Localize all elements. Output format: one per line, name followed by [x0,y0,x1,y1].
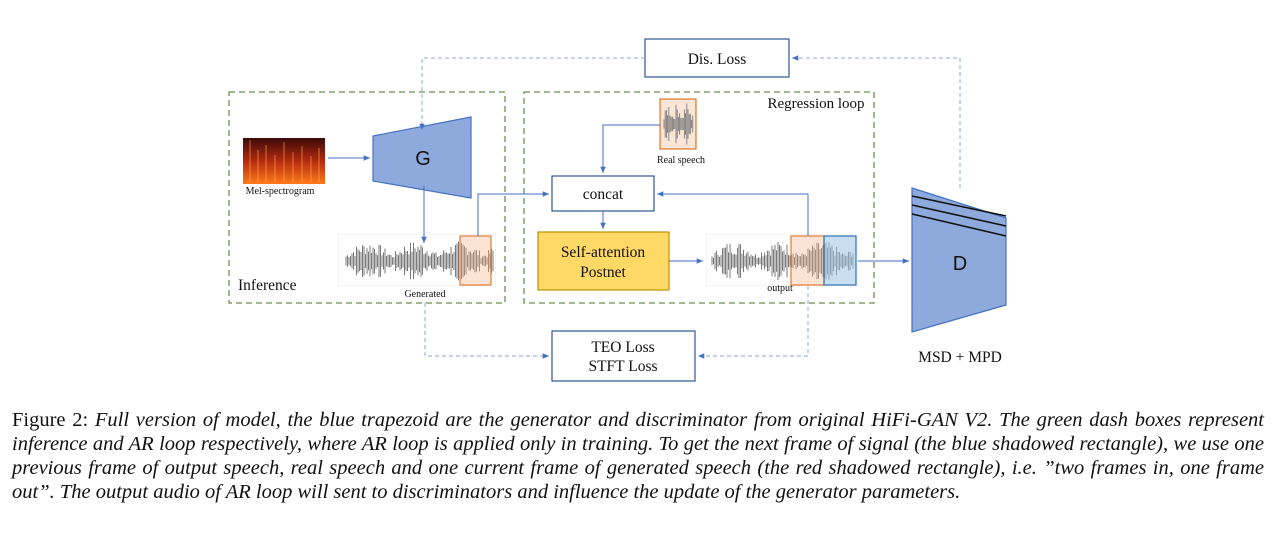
output-label: output [767,283,793,294]
self-attention-postnet-box [537,231,670,291]
generated-label: Generated [404,289,445,300]
stft-loss-label: STFT Loss [588,358,657,375]
mel-spectrogram-label: Mel-spectrogram [246,186,315,197]
concat-box [551,175,655,212]
current-frame-red [459,235,492,286]
regression-loop-label: Regression loop [767,96,864,112]
previous-frame-red [790,235,825,286]
real-speech-waveform [660,99,696,149]
discriminator-trapezoid [911,187,1007,333]
self-attention-label: Self-attention [561,244,646,261]
discriminator-stack-lines [911,195,1007,237]
dashed-connectors [419,55,961,359]
regression-loop-region [523,91,875,304]
figure-caption: Figure 2: Full version of model, the blu… [12,408,1264,504]
msd-mpd-label: MSD + MPD [918,349,1002,366]
teo-loss-label: TEO Loss [591,339,654,356]
concat-label: concat [583,186,624,203]
inference-label: Inference [238,277,297,294]
mel-spectrogram-image [243,138,325,184]
postnet-label: Postnet [580,264,626,281]
solid-arrows [328,124,909,264]
model-diagram: Regression loop Inference Dis. Loss Mel-… [228,38,1007,382]
discriminator-label: D [953,253,967,275]
caption-body: Full version of model, the blue trapezoi… [12,409,1264,503]
caption-lead: Figure 2: [12,409,89,431]
real-speech-frame [659,98,697,150]
generator-trapezoid [372,116,472,199]
generated-waveform [338,234,496,286]
inference-region [228,91,506,304]
next-frame-blue [823,235,857,286]
dis-loss-box [644,38,790,78]
teo-stft-loss-box [551,330,696,382]
generator-label: G [415,148,431,170]
real-speech-label: Real speech [657,155,705,166]
dis-loss-label: Dis. Loss [688,51,747,68]
